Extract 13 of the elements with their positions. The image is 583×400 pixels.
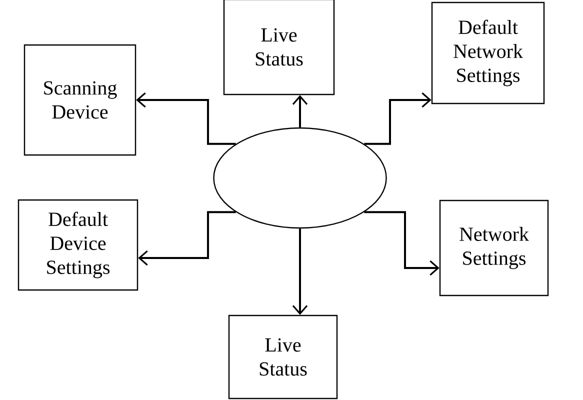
text-box: Live Status xyxy=(223,0,335,96)
text-box: Default Device Settings xyxy=(18,199,138,291)
arrow xyxy=(138,211,236,266)
arrow xyxy=(292,228,308,315)
text-box: Network Settings xyxy=(439,200,549,296)
arrow xyxy=(364,211,440,276)
text-box: Scanning Device xyxy=(24,44,136,156)
arrow xyxy=(292,95,308,128)
arrow xyxy=(364,92,432,145)
text-box: Default Network Settings xyxy=(431,2,545,104)
arrow xyxy=(136,92,236,145)
ellipse xyxy=(213,127,387,229)
text-box: Live Status xyxy=(228,314,338,400)
